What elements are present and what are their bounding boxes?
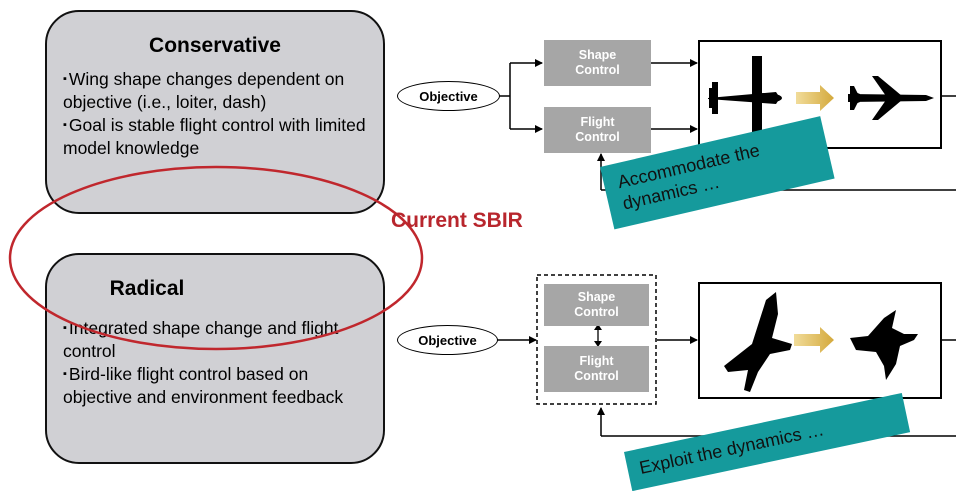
top-shape-control: Shape Control	[544, 40, 651, 86]
top-flight-control: Flight Control	[544, 107, 651, 153]
conservative-bullet-2: Goal is stable flight control with limit…	[63, 114, 373, 160]
conservative-bullets: Wing shape changes dependent on objectiv…	[63, 68, 373, 160]
bottom-objective-node: Objective	[397, 325, 498, 355]
top-flight-control-label: Flight Control	[575, 115, 620, 144]
morph-arrow-icon	[796, 85, 834, 111]
top-shape-control-label: Shape Control	[575, 48, 620, 77]
bottom-shape-control: Shape Control	[544, 284, 649, 326]
aircraft-morph-graphic	[708, 56, 934, 140]
conservative-title: Conservative	[149, 34, 281, 57]
straight-wing-aircraft-icon	[708, 56, 782, 140]
conservative-bullet-1: Wing shape changes dependent on objectiv…	[63, 68, 373, 114]
radical-bullet-2: Bird-like flight control based on object…	[63, 363, 373, 409]
bottom-shape-control-label: Shape Control	[574, 290, 619, 319]
conservative-box: Conservative Wing shape changes dependen…	[45, 10, 385, 214]
bottom-flight-control-label: Flight Control	[574, 354, 619, 383]
bottom-flight-control: Flight Control	[544, 346, 649, 392]
radical-box: Radical Integrated shape change and flig…	[45, 253, 385, 464]
bird-morph-graphic	[724, 292, 918, 392]
swept-wing-aircraft-icon	[848, 76, 934, 120]
radical-title: Radical	[109, 277, 185, 300]
radical-bullets: Integrated shape change and flight contr…	[63, 317, 373, 409]
bottom-bird-frame	[698, 282, 942, 399]
radical-bullet-1: Integrated shape change and flight contr…	[63, 317, 373, 363]
bird-morph-arrow-icon	[794, 327, 834, 353]
top-objective-node: Objective	[397, 81, 500, 111]
current-sbir-label: Current SBIR	[391, 209, 523, 232]
bird-wings-spread-icon	[724, 292, 792, 392]
bird-wings-tucked-icon	[850, 310, 918, 380]
